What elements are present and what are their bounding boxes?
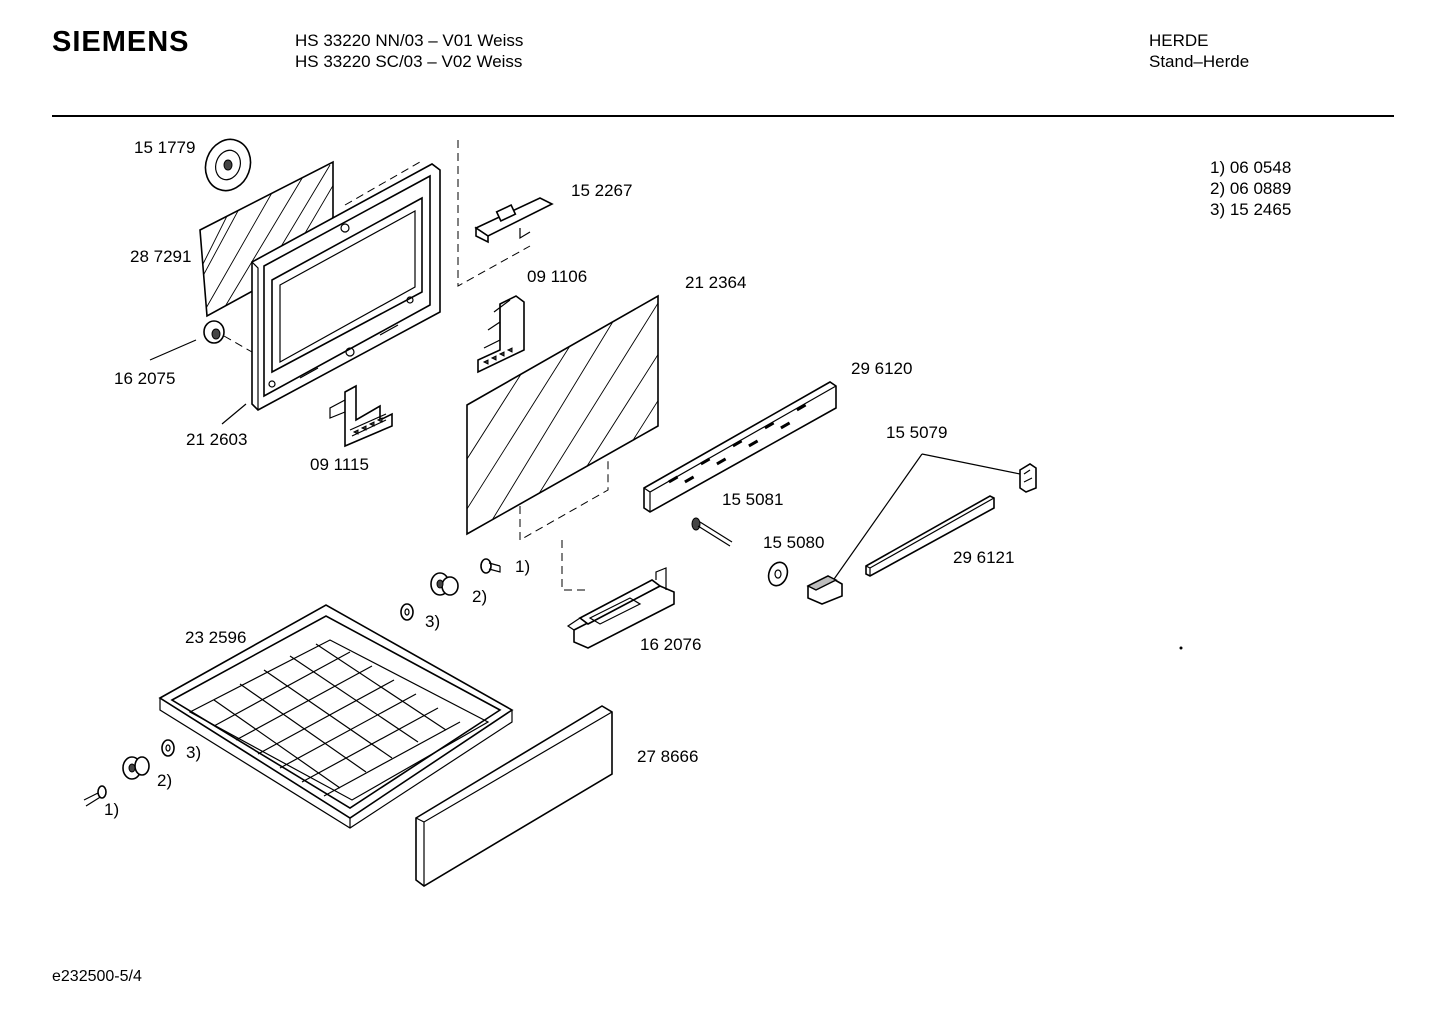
label-162076: 16 2076 [640, 635, 701, 654]
part-155081-screw [691, 517, 733, 547]
label-155080: 15 5080 [763, 533, 824, 552]
fastener-washer-3a [400, 603, 414, 621]
part-287291-outer-glass [199, 160, 334, 318]
model-line-2: HS 33220 SC/03 – V02 Weiss [295, 52, 523, 71]
part-091106-hinge [477, 295, 525, 374]
label-152267: 15 2267 [571, 181, 632, 200]
model-numbers: HS 33220 NN/03 – V01 Weiss HS 33220 SC/0… [295, 30, 523, 72]
callout-1-lower: 1) [104, 800, 119, 819]
label-212364: 21 2364 [685, 273, 746, 292]
label-162075: 16 2075 [114, 369, 175, 388]
part-296120-slotted-rail [643, 381, 837, 513]
footnote-2: 2) 06 0889 [1210, 179, 1292, 198]
callout-3-lower: 3) [186, 743, 201, 762]
glass-assembly-lines [519, 460, 609, 591]
part-278666-drawer-front [415, 705, 613, 887]
label-151779: 15 1779 [134, 138, 195, 157]
model-line-1: HS 33220 NN/03 – V01 Weiss [295, 31, 524, 50]
fastener-washer-3b [161, 739, 175, 757]
category-subtitle: Stand–Herde [1149, 52, 1250, 71]
callout-1-upper: 1) [515, 557, 530, 576]
footnote-legend: 1) 06 0548 2) 06 0889 3) 15 2465 [1210, 157, 1291, 220]
door-assembly-lines [344, 140, 531, 287]
label-287291: 28 7291 [130, 247, 191, 266]
part-091115-hinge-bracket [329, 384, 393, 448]
part-212364-inner-glass [466, 294, 659, 536]
label-296120: 29 6120 [851, 359, 912, 378]
label-212603: 21 2603 [186, 430, 247, 449]
callout-2-lower: 2) [157, 771, 172, 790]
appliance-category: HERDE Stand–Herde [1149, 30, 1249, 72]
fastener-screw-1a [480, 558, 501, 574]
callout-2-upper: 2) [472, 587, 487, 606]
label-091106: 09 1106 [527, 267, 587, 286]
label-278666: 27 8666 [637, 747, 698, 766]
part-232596-drawer-tray [158, 604, 514, 829]
label-296121: 29 6121 [953, 548, 1014, 567]
fastener-screw-1b [83, 785, 107, 807]
part-296121-strip [865, 495, 995, 577]
part-152267-latch-clip [474, 197, 554, 244]
stray-mark [1179, 646, 1183, 650]
footnote-3: 3) 15 2465 [1210, 200, 1292, 219]
label-091115: 09 1115 [310, 455, 369, 474]
part-155079-end-caps [806, 453, 1037, 605]
header-divider [52, 115, 1394, 117]
callout-3-upper: 3) [425, 612, 440, 631]
leader-lines [149, 339, 247, 425]
label-155081: 15 5081 [722, 490, 783, 509]
label-232596: 23 2596 [185, 628, 246, 647]
category-title: HERDE [1149, 31, 1209, 50]
drawing-code: e232500-5/4 [52, 968, 142, 985]
part-151779-knob [204, 138, 252, 192]
siemens-logo: SIEMENS [52, 26, 190, 58]
part-162075-bushing [203, 320, 253, 353]
fastener-knob-2a [430, 572, 459, 596]
label-155079: 15 5079 [886, 423, 947, 442]
part-212603-door-frame [251, 163, 441, 411]
part-162076-bottom-bracket [566, 567, 675, 649]
fastener-knob-2b [122, 756, 150, 780]
footnote-1: 1) 06 0548 [1210, 158, 1292, 177]
part-155080-washer [767, 561, 789, 587]
